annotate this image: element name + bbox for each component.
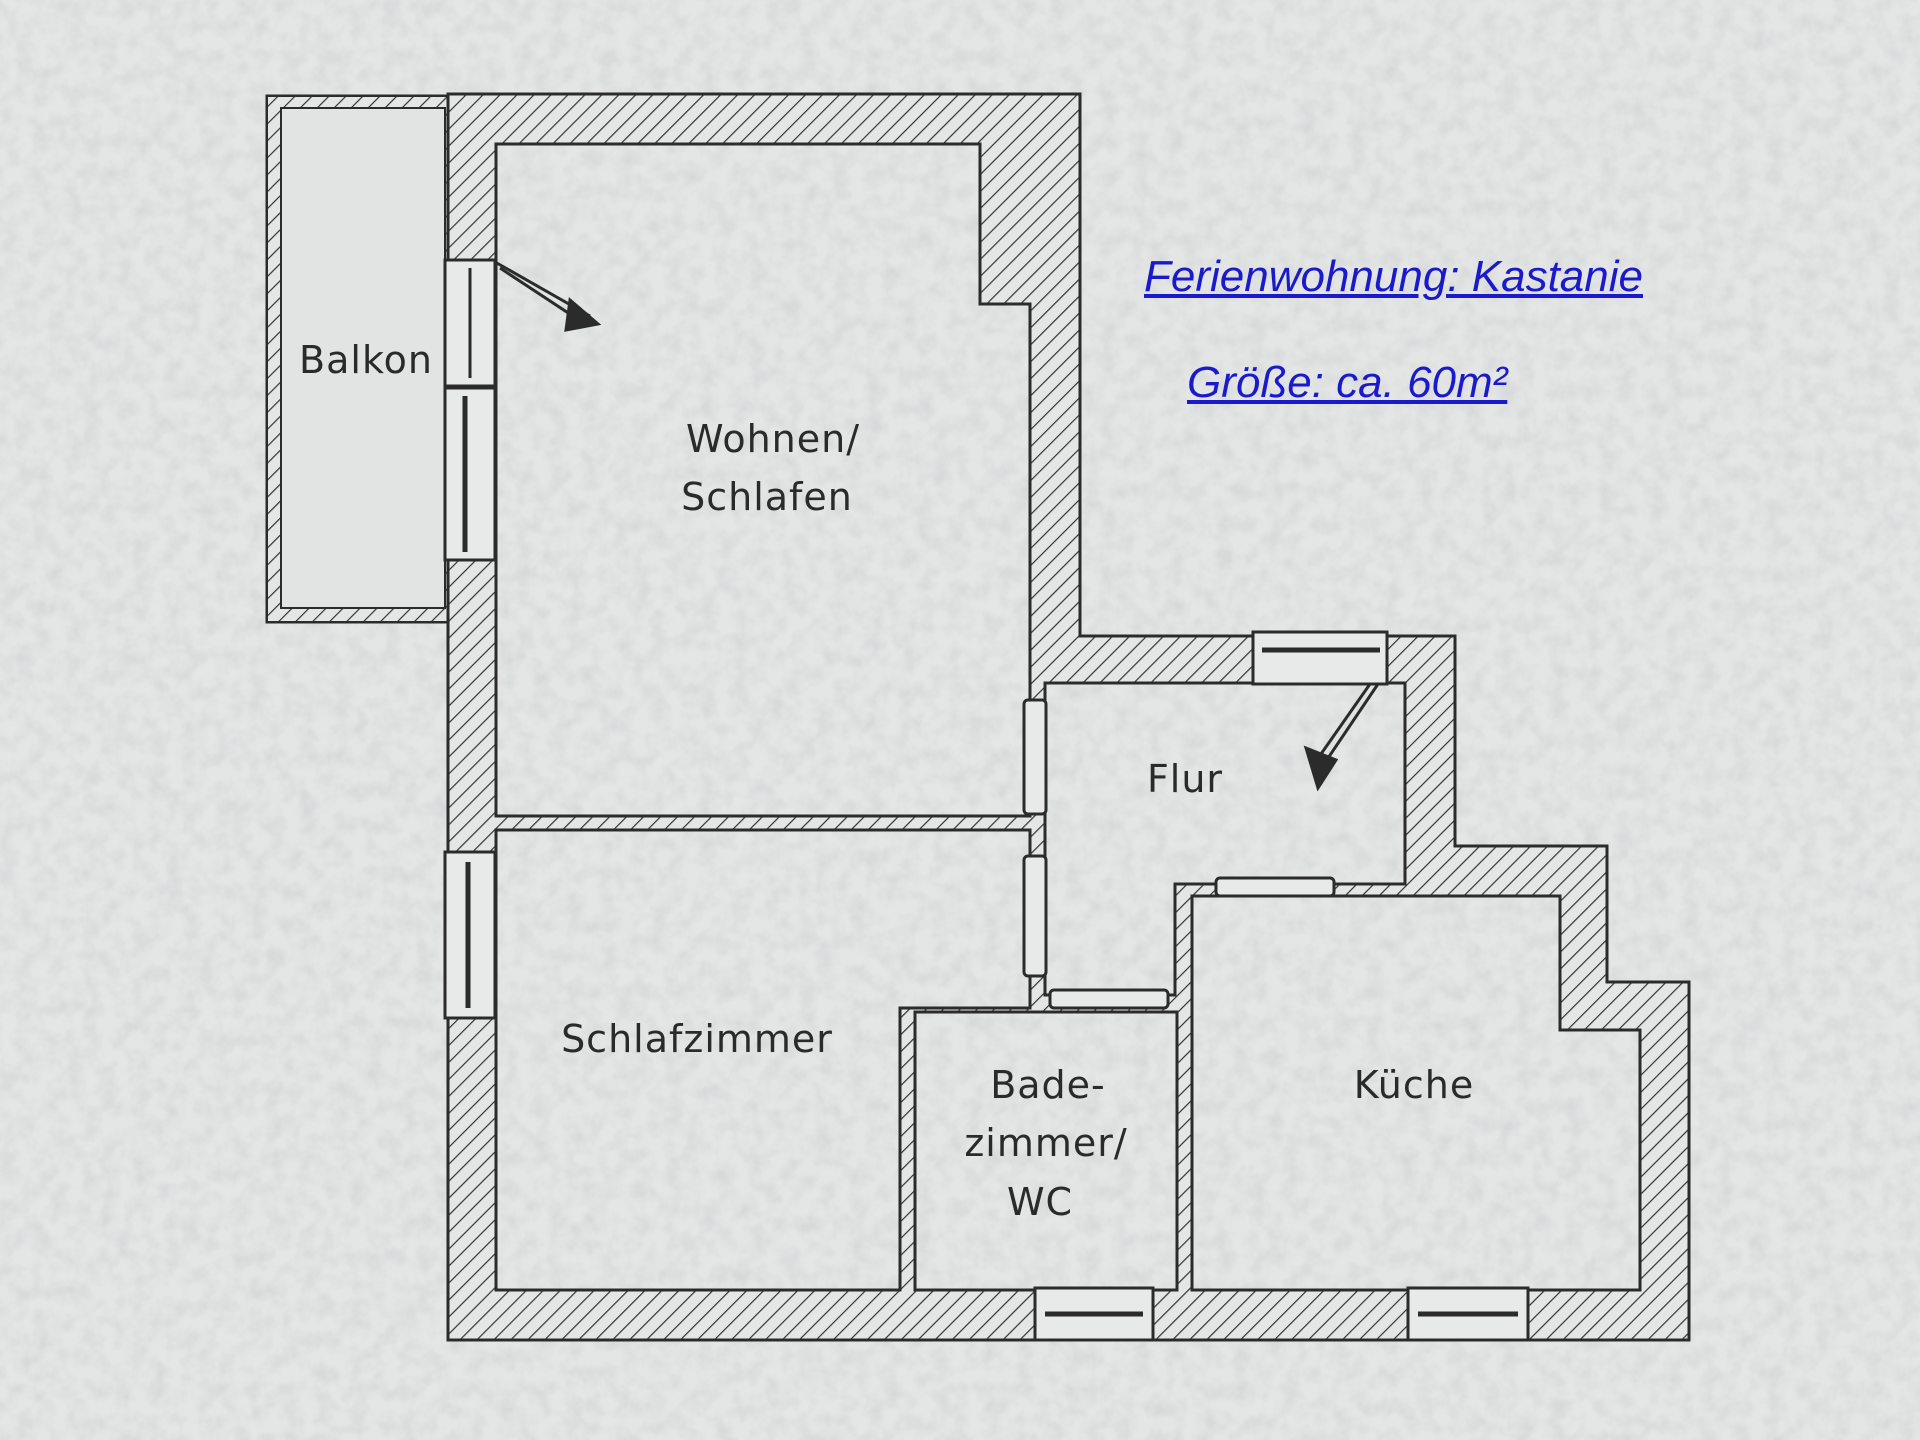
window-schlafzimmer [443, 850, 497, 1020]
door-kueche-flur [1214, 876, 1336, 898]
doors [1022, 698, 1336, 1010]
arrow-wohnen-window [494, 260, 602, 332]
apartment-title: Ferienwohnung: Kastanie [1144, 252, 1643, 301]
label-bad-line1: Bade- [990, 1063, 1106, 1107]
door-bad-flur [1048, 988, 1170, 1010]
label-wohnen-line1: Wohnen/ [686, 417, 860, 461]
opening-arrows [494, 260, 1380, 792]
room-labels: Balkon Wohnen/ Schlafen Flur Schlafzimme… [299, 338, 1474, 1224]
label-kueche: Küche [1354, 1063, 1474, 1107]
arrow-flur-window [1303, 683, 1380, 792]
exterior-walls [446, 92, 1691, 1342]
door-wohnen-flur [1022, 698, 1048, 816]
windows [443, 258, 1530, 1342]
label-wohnen-line2: Schlafen [681, 475, 853, 519]
balcony [265, 94, 457, 624]
apartment-size: Größe: ca. 60m² [1187, 358, 1508, 407]
label-flur: Flur [1147, 757, 1223, 801]
window-balkon-door [443, 386, 497, 562]
label-bad-line3: WC [1007, 1180, 1073, 1224]
window-bad [1033, 1286, 1155, 1342]
window-balkon-top [443, 258, 497, 388]
label-balkon: Balkon [299, 338, 433, 382]
door-schlafzimmer-flur [1022, 854, 1048, 978]
label-bad-line2: zimmer/ [964, 1121, 1127, 1165]
window-kueche [1406, 1286, 1530, 1342]
label-schlafzimmer: Schlafzimmer [561, 1017, 833, 1061]
window-flur [1251, 630, 1389, 686]
